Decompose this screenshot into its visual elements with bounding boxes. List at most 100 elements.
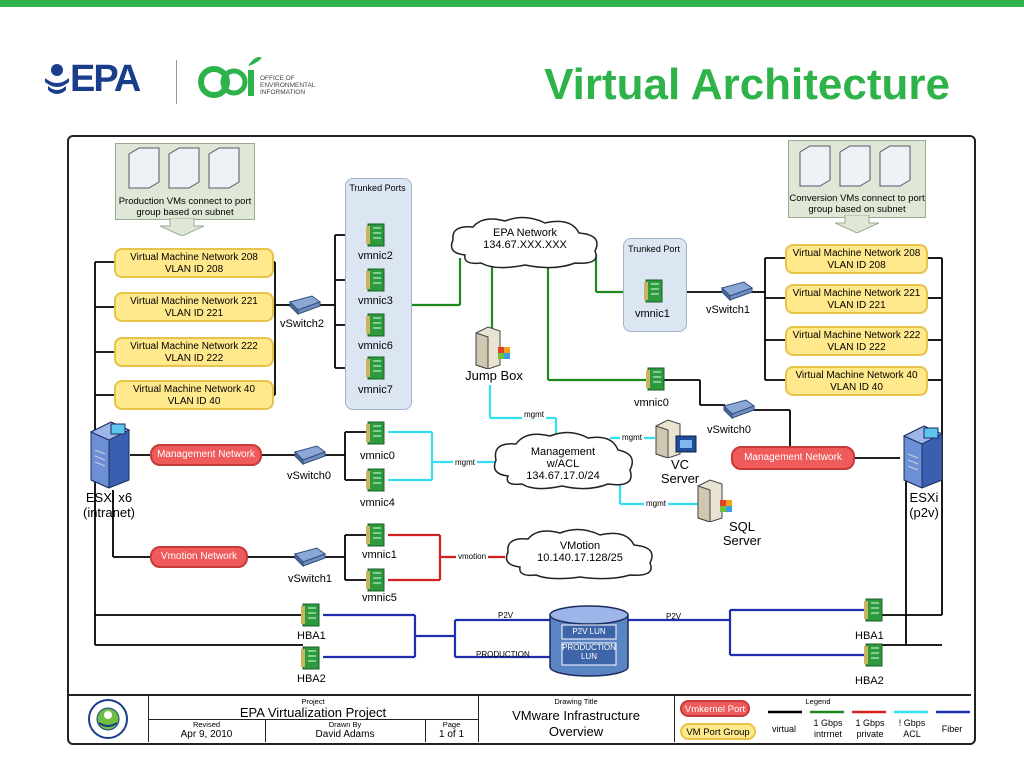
nic-card-icon (366, 468, 385, 492)
management-network-left: Management Network (150, 444, 262, 466)
vc-server-label-2: Server (660, 471, 700, 486)
vswitch0-left-label: vSwitch0 (287, 470, 332, 482)
p2v-lun-label: P2V LUN (572, 627, 606, 636)
vm-network-221-left: Virtual Machine Network 221 VLAN ID 221 (114, 292, 274, 322)
esxi-right-label: ESXi (p2v) (896, 490, 952, 520)
hba-label: HBA2 (297, 673, 326, 685)
mgmt-link-label: mgmt (522, 410, 546, 419)
nic-label: vmnic7 (358, 384, 393, 396)
trunked-port-label: Trunked Port (628, 244, 680, 254)
legend-intranet: 1 Gbps intrrnet (808, 718, 848, 740)
esxi-server-icon (89, 421, 131, 489)
vswitch1-left-label: vSwitch1 (288, 573, 333, 585)
epa-network-cloud-icon (450, 216, 598, 269)
hba-label: HBA1 (855, 630, 884, 642)
vswitch1-right-label: vSwitch1 (706, 304, 751, 316)
vm-network-name: Virtual Machine Network 40 (132, 384, 256, 395)
vswitch2-label: vSwitch2 (280, 318, 325, 330)
drawn-by-header: Drawn By (328, 720, 362, 729)
vm-network-208-left: Virtual Machine Network 208 VLAN ID 208 (114, 248, 274, 278)
legend-vmkernel-port: Vmkernel Port (680, 700, 750, 717)
drawing-title: VMware Infrastructure Overview (478, 708, 674, 740)
legend-private: 1 Gbps private (850, 718, 890, 740)
revised-header: Revised (192, 720, 221, 729)
esxi-right-label-1: ESXi (909, 490, 939, 505)
legend-intranet-line-2: intrrnet (813, 729, 842, 739)
legend-acl: ! Gbps ACL (892, 718, 932, 740)
nic-card-icon (366, 268, 385, 292)
vswitch0-right-label: vSwitch0 (707, 424, 752, 436)
down-arrow-icon (160, 218, 204, 236)
vm-network-name: Virtual Machine Network 208 (792, 248, 921, 259)
legend-intranet-line-1: 1 Gbps (813, 718, 843, 728)
conversion-note-text: Conversion VMs connect to port group bas… (789, 193, 925, 215)
vm-network-vlan: VLAN ID 40 (830, 382, 883, 393)
page-title: Virtual Architecture (544, 60, 950, 109)
hba-card-icon (864, 643, 883, 667)
epa-network-label: EPA Network 134.67.XXX.XXX (465, 227, 585, 251)
nic-label: vmnic1 (635, 308, 670, 320)
vm-server-icon-group (128, 147, 240, 189)
vm-network-40-left: Virtual Machine Network 40 VLAN ID 40 (114, 380, 274, 410)
epa-seal-icon (88, 699, 128, 739)
production-note-text: Production VMs connect to port group bas… (118, 196, 252, 218)
nic-label: vmnic0 (634, 397, 669, 409)
revised-date: Apr 9, 2010 (180, 729, 233, 740)
epa-flower-icon (45, 64, 69, 94)
vswitch-icon (294, 547, 327, 568)
nic-label: vmnic6 (358, 340, 393, 352)
nic-label: vmnic5 (362, 592, 397, 604)
mgmt-link-label: mgmt (453, 458, 477, 467)
vm-network-name: Virtual Machine Network 40 (795, 370, 918, 381)
trunked-ports-label: Trunked Ports (349, 183, 406, 193)
vm-network-40-right: Virtual Machine Network 40 VLAN ID 40 (785, 366, 928, 396)
legend-header: Legend (805, 697, 831, 706)
vm-network-vlan: VLAN ID 208 (164, 264, 224, 275)
vc-server-label: VC Server (650, 458, 710, 486)
hba-card-icon (864, 598, 883, 622)
hba-card-icon (301, 603, 320, 627)
mgmt-link-label: mgmt (644, 499, 668, 508)
legend-virtual: virtual (771, 724, 796, 734)
vm-server-icon-group (799, 145, 911, 187)
jump-box-server-icon (475, 326, 510, 369)
legend-vm-port-group: VM Port Group (680, 723, 756, 740)
vm-network-name: Virtual Machine Network 222 (130, 341, 258, 352)
fiber-links (323, 608, 865, 659)
vm-network-name: Virtual Machine Network 222 (792, 330, 921, 341)
trunked-ports-group (345, 178, 412, 410)
esxi-left-label: ESXi x6 (intranet) (70, 490, 148, 520)
title-block-divider (265, 719, 266, 742)
esxi-server-icon (902, 425, 944, 489)
hba-label: HBA2 (855, 675, 884, 687)
oei-mark-icon (198, 57, 262, 98)
legend-acl-line-2: ACL (903, 729, 921, 739)
storage-lun-cylinder-icon (549, 605, 629, 677)
nic-label: vmnic2 (358, 250, 393, 262)
nic-label: vmnic1 (362, 549, 397, 561)
hba-card-icon (301, 646, 320, 670)
nic-card-icon (366, 223, 385, 247)
vm-network-vlan: VLAN ID 222 (164, 353, 224, 364)
esxi-left-label-1: ESXi x6 (85, 490, 133, 505)
p2v-link-label-right: P2V (666, 612, 682, 621)
vc-server-icon (655, 419, 697, 458)
sql-server-icon (697, 479, 732, 522)
management-cloud-icon (493, 431, 633, 490)
vm-network-vlan: VLAN ID 222 (827, 342, 886, 353)
vmotion-cloud-name: VMotion (559, 540, 601, 552)
vswitch-icon (721, 281, 754, 302)
vm-network-vlan: VLAN ID 40 (167, 396, 221, 407)
production-link-label: PRODUCTION (476, 650, 530, 659)
vm-network-222-left: Virtual Machine Network 222 VLAN ID 222 (114, 337, 274, 367)
management-cloud-line-3: 134.67.17.0/24 (526, 470, 600, 482)
nic-label: vmnic4 (360, 497, 395, 509)
esxi-left-label-2: (intranet) (82, 505, 136, 520)
nic-card-icon (366, 356, 385, 380)
top-accent-bar (0, 0, 1024, 7)
vm-network-name: Virtual Machine Network 221 (130, 296, 258, 307)
drawing-title-header: Drawing Title (554, 697, 598, 706)
oei-subtitle: OFFICE OF ENVIRONMENTAL INFORMATION (260, 75, 316, 96)
nic-card-icon (366, 568, 385, 592)
nic-card-icon (366, 523, 385, 547)
